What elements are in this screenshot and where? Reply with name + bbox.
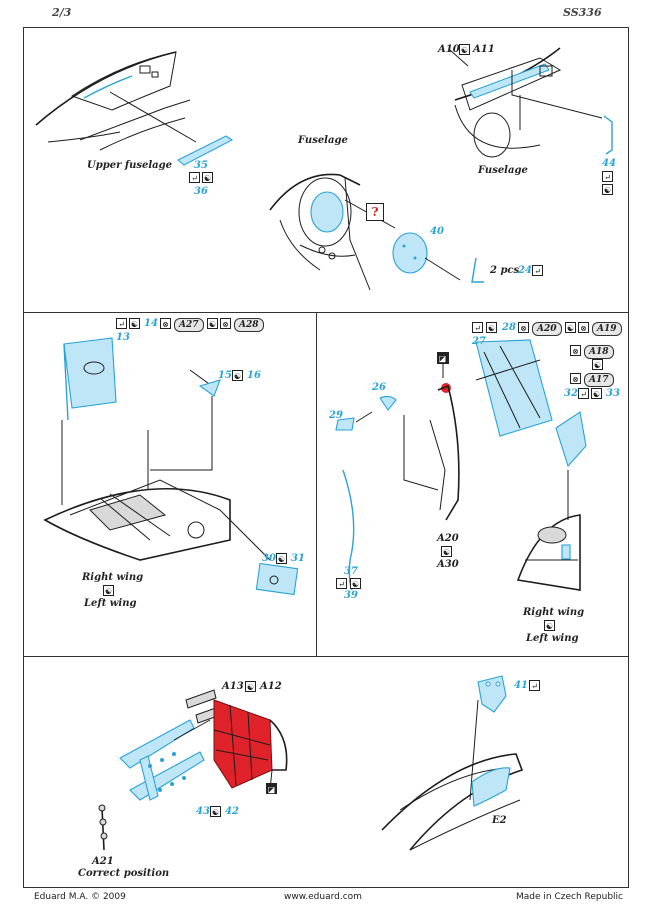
part-28: 28 [502,322,516,333]
part-44: 44 [602,158,616,169]
panel-cockpit [23,656,629,888]
part-37: 37 [344,566,358,577]
part-a20-pill: A20 [532,322,562,336]
flip-icon: ☯ [459,44,470,55]
part-a21: A21 [92,856,114,867]
bend-icon: ↵ [116,318,127,329]
part-a27: A27 [174,318,204,332]
left-wing-label: Left wing [526,633,579,644]
part-29: 29 [329,410,343,421]
part-43: 43 [196,806,210,817]
fuselage-label: Fuselage [298,135,348,146]
part-14: 14 [144,318,158,329]
cross-icon: ⊗ [518,322,529,333]
part-32: 32 [564,388,578,399]
part-27: 27 [472,336,486,347]
part-35: 35 [194,160,208,171]
part-16: 16 [247,370,261,381]
part-13: 13 [116,332,130,343]
part-a18: A18 [584,345,614,359]
part-31: 31 [291,553,305,564]
footer-made-in: Made in Czech Republic [516,892,623,902]
left-wing-drawing [43,337,299,596]
bend-icon: ↵ [602,171,613,182]
left-wing-label: Left wing [84,598,137,609]
flip-icon: ☯ [245,681,256,692]
cross-icon: ⊗ [570,373,581,384]
upper-fuselage-drawing [35,51,234,166]
flip-icon: ☯ [486,322,497,333]
part-41: 41 [514,680,528,691]
flip-icon: ☯ [441,546,452,557]
part-a30: A30 [437,559,459,570]
flip-icon: ☯ [565,322,576,333]
flip-icon: ☯ [232,370,243,381]
part-a10: A10 [438,44,460,55]
part-a11: A11 [473,44,495,55]
two-pcs-label: 2 pcs [490,265,520,276]
fuselage-front-drawing [449,47,613,158]
cross-icon: ⊗ [220,318,231,329]
fuselage-rear-drawing [269,173,484,291]
part-26: 26 [372,382,386,393]
flip-icon: ☯ [210,806,221,817]
part-15: 15 [218,370,232,381]
part-42: 42 [225,806,239,817]
part-e2: E2 [492,815,507,826]
question-icon: ? [366,203,384,221]
set-code: SS336 [563,6,602,19]
panel-right-wing [316,312,629,657]
part-33: 33 [606,388,620,399]
part-39: 39 [344,590,358,601]
part-a20: A20 [437,533,459,544]
flip-icon: ☯ [207,318,218,329]
part-36: 36 [194,186,208,197]
bend-icon: ↵ [532,265,543,276]
paint-icon: ◪ [266,783,277,794]
part-a19: A19 [592,322,622,336]
bend-icon: ↵ [189,172,200,183]
part-a13: A13 [222,681,244,692]
footer-url[interactable]: www.eduard.com [284,892,362,902]
correct-position-label: Correct position [78,868,170,879]
paint-icon: ◪ [437,352,448,363]
flip-icon: ☯ [602,184,613,195]
flip-icon: ☯ [103,585,114,596]
right-wing-label: Right wing [523,607,585,618]
part-a17: A17 [584,373,614,387]
flip-icon: ☯ [592,359,603,370]
flip-icon: ☯ [129,318,140,329]
flip-icon: ☯ [276,553,287,564]
bend-icon: ↵ [336,578,347,589]
flip-icon: ☯ [350,578,361,589]
right-wing-drawing [335,339,587,591]
bend-icon: ↵ [578,388,589,399]
right-wing-label: Right wing [82,572,144,583]
bend-icon: ↵ [529,680,540,691]
flip-icon: ☯ [544,620,555,631]
part-40: 40 [430,226,444,237]
cross-icon: ⊗ [578,322,589,333]
flip-icon: ☯ [591,388,602,399]
cross-icon: ⊗ [570,345,581,356]
part-a12: A12 [260,681,282,692]
flip-icon: ☯ [202,172,213,183]
part-a28: A28 [234,318,264,332]
fuselage-label-right: Fuselage [478,165,528,176]
footer-copyright: Eduard M.A. © 2009 [34,892,126,902]
page-number: 2/3 [52,6,72,19]
part-24: 24 [518,265,532,276]
cockpit-drawing [98,675,524,851]
part-30: 30 [262,553,276,564]
upper-fuselage-label: Upper fuselage [87,160,173,171]
cross-icon: ⊗ [160,318,171,329]
bend-icon: ↵ [472,322,483,333]
